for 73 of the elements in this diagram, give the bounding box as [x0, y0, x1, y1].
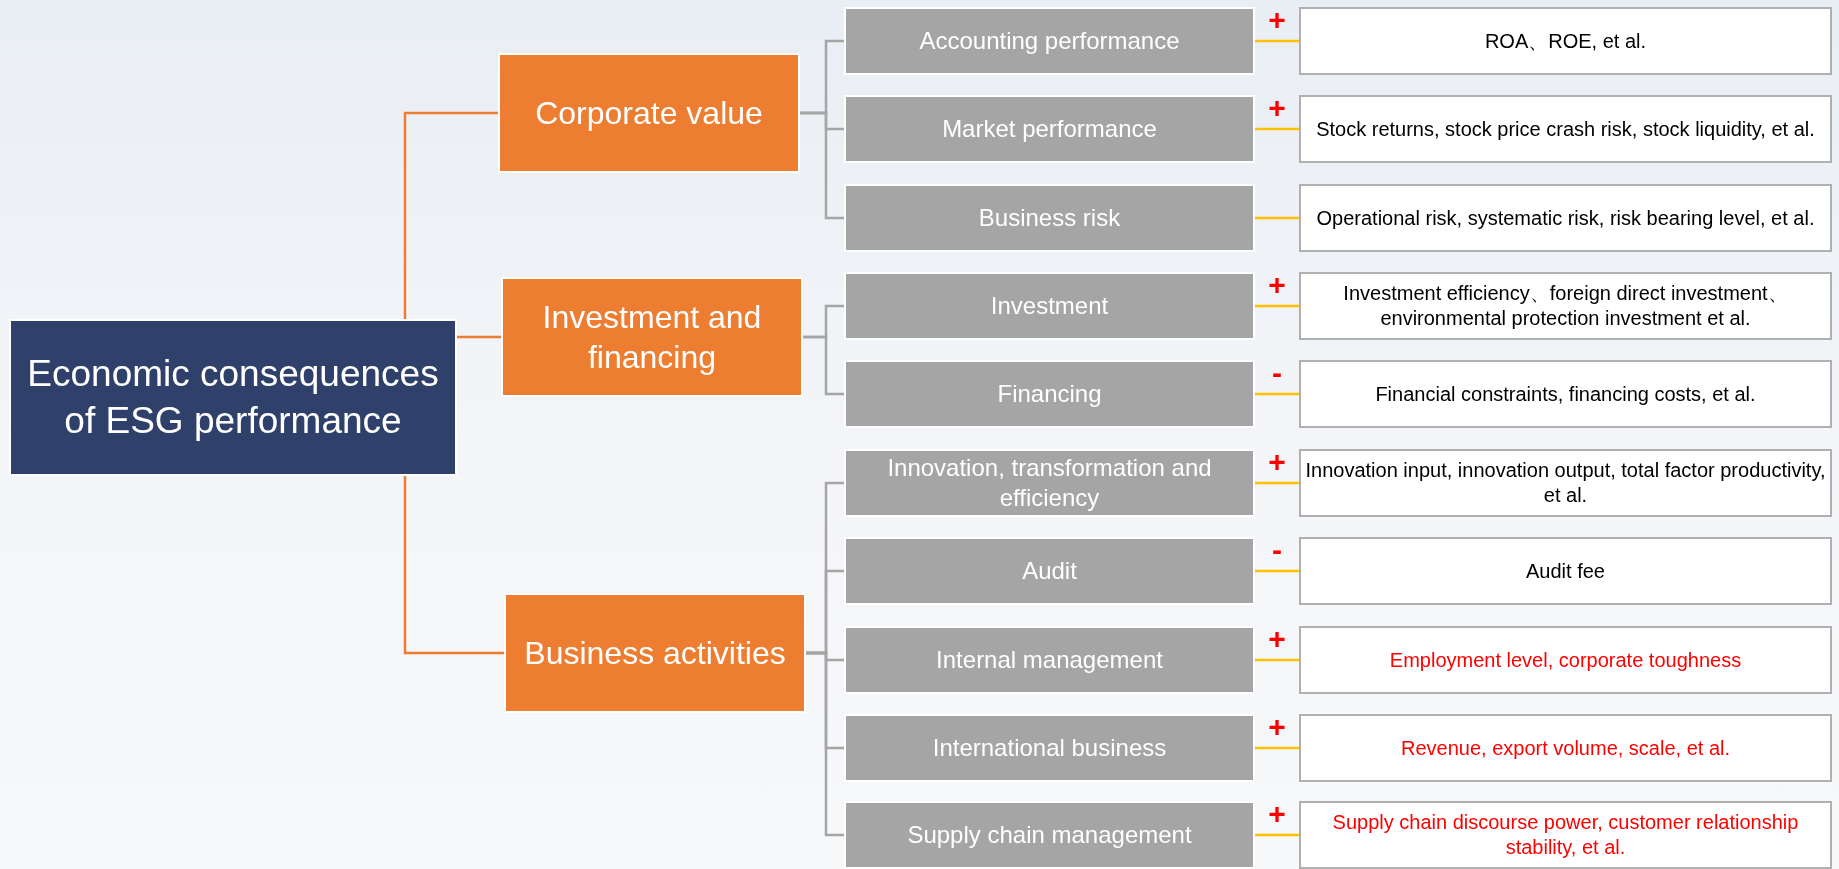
subcategory-box — [844, 272, 1255, 340]
edge-label: - — [1271, 358, 1283, 388]
node-text: Business risk — [978, 203, 1121, 233]
indicator-box — [1299, 7, 1832, 75]
subcategory-box — [844, 95, 1255, 163]
connector-line — [1255, 833, 1299, 837]
node-text: Business activities — [524, 634, 786, 673]
node-text: Audit — [1022, 556, 1077, 586]
indicator-box — [1299, 801, 1832, 869]
node-text: Financing — [997, 379, 1102, 409]
edge-label: + — [1267, 712, 1287, 742]
indicator-box — [1299, 714, 1832, 782]
indicator-box — [1299, 95, 1832, 163]
node-text: Investment and financing — [541, 298, 763, 377]
category-box — [498, 53, 800, 173]
node-text: Supply chain management — [907, 820, 1192, 850]
node-text: Internal management — [936, 645, 1163, 675]
connector-line — [1255, 392, 1299, 396]
node-text: Innovation, transformation and efficiency — [886, 453, 1213, 513]
node-text: Accounting performance — [919, 26, 1180, 56]
edge-label: + — [1267, 624, 1287, 654]
node-text: Revenue, export volume, scale, et al. — [1400, 735, 1731, 761]
connector-line — [1255, 304, 1299, 308]
edge-label: + — [1267, 447, 1287, 477]
subcategory-box — [844, 7, 1255, 75]
node-text: Financial constraints, financing costs, et al. — [1375, 381, 1756, 407]
connector-line — [1255, 216, 1299, 220]
connector-line — [800, 111, 844, 220]
connector-line — [457, 335, 501, 339]
node-text: International business — [932, 733, 1167, 763]
edge-label: + — [1267, 270, 1287, 300]
indicator-box — [1299, 360, 1832, 428]
connector-line — [403, 476, 504, 655]
node-text: ROA、ROE, et al. — [1484, 28, 1647, 54]
subcategory-box — [844, 449, 1255, 517]
indicator-box — [1299, 272, 1832, 340]
connector-line — [1255, 569, 1299, 573]
root-box — [9, 319, 457, 476]
connector-line — [803, 335, 844, 396]
subcategory-box — [844, 714, 1255, 782]
subcategory-box — [844, 626, 1255, 694]
node-text: Audit fee — [1526, 558, 1605, 584]
node-text: Investment efficiency、foreign direct investment、environmental protection investment et al. — [1342, 281, 1789, 331]
edge-label: + — [1267, 5, 1287, 35]
edge-label: - — [1271, 535, 1283, 565]
edge-label: + — [1267, 93, 1287, 123]
subcategory-box — [844, 537, 1255, 605]
subcategory-box — [844, 801, 1255, 869]
subcategory-box — [844, 360, 1255, 428]
connector-line — [1255, 746, 1299, 750]
connector-line — [1255, 481, 1299, 485]
indicator-box — [1299, 626, 1832, 694]
indicator-box — [1299, 537, 1832, 605]
node-text: Corporate value — [535, 94, 763, 133]
connector-line — [806, 651, 844, 837]
node-text: Supply chain discourse power, customer relationship stability, et al. — [1331, 810, 1800, 860]
node-text: Economic consequences of ESG performance — [26, 352, 440, 443]
node-text: Innovation input, innovation output, total factor productivity, et al. — [1305, 458, 1826, 508]
indicator-box — [1299, 449, 1832, 517]
connector-line — [1255, 39, 1299, 43]
node-text: Operational risk, systematic risk, risk bearing level, et al. — [1316, 205, 1815, 231]
category-box — [501, 277, 803, 397]
connector-line — [1255, 658, 1299, 662]
node-text: Investment — [990, 291, 1109, 321]
edge-label: + — [1267, 799, 1287, 829]
node-text: Stock returns, stock price crash risk, stock liquidity, et al. — [1316, 116, 1815, 142]
subcategory-box — [844, 184, 1255, 252]
category-box — [504, 593, 806, 713]
connector-line — [1255, 127, 1299, 131]
node-text: Employment level, corporate toughness — [1389, 647, 1742, 673]
connector-line — [403, 111, 498, 319]
node-text: Market performance — [942, 114, 1157, 144]
indicator-box — [1299, 184, 1832, 252]
